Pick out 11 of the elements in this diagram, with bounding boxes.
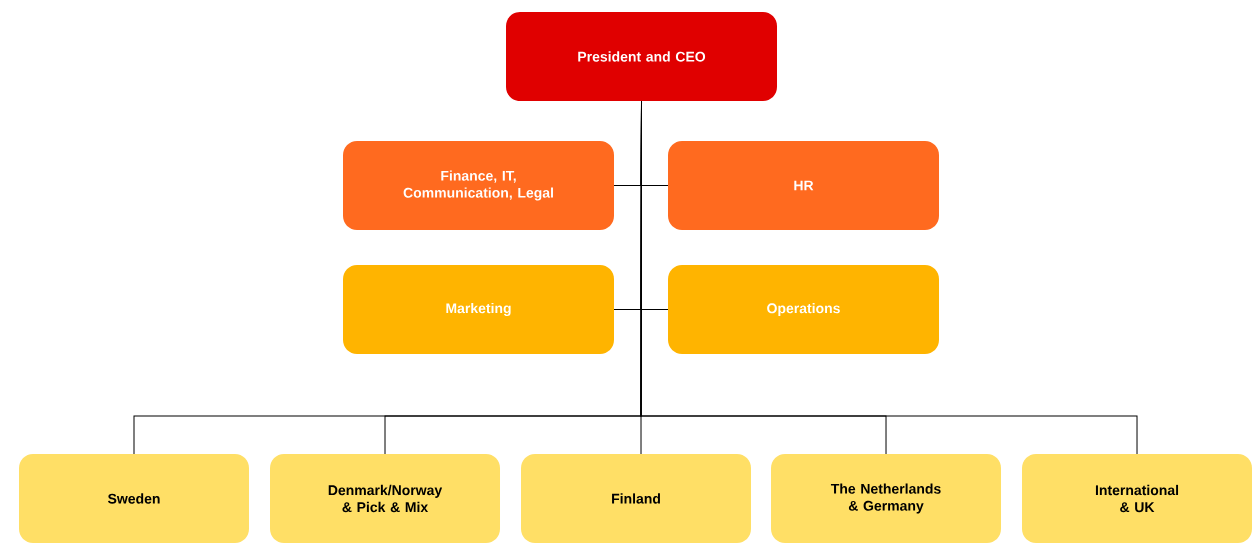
org-box: The Netherlands & Germany [771, 454, 1001, 543]
org-box: Finance, IT, Communication, Legal [343, 141, 614, 230]
org-box: Marketing [343, 265, 614, 354]
org-box: Denmark/Norway & Pick & Mix [270, 454, 500, 543]
org-box: HR [668, 141, 939, 230]
connector-line [640, 100, 1138, 455]
org-box: Operations [668, 265, 939, 354]
org-box: International & UK [1022, 454, 1252, 543]
org-box: Finland [521, 454, 751, 543]
org-box: President and CEO [506, 12, 777, 101]
org-box: Sweden [19, 454, 249, 543]
